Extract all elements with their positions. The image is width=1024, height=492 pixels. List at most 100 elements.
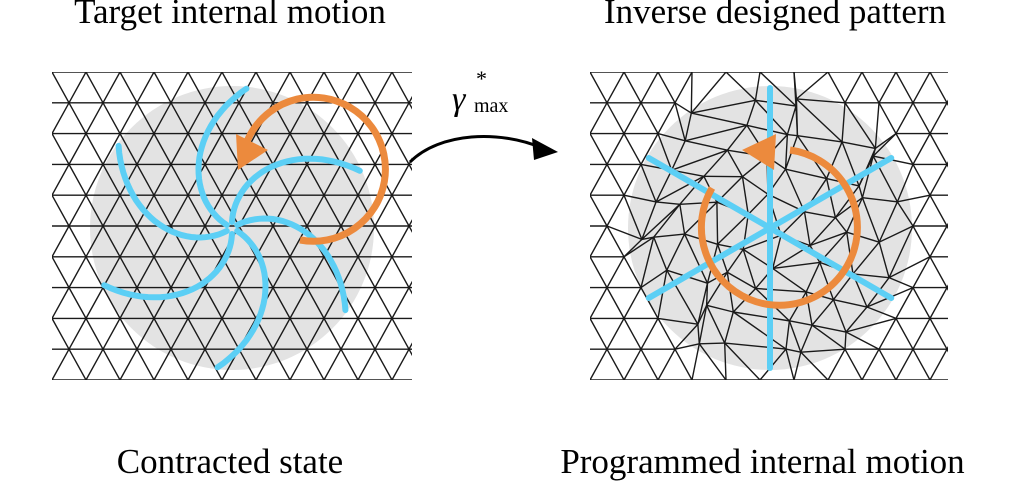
lattice-edge: [964, 164, 981, 195]
lattice-edge: [805, 261, 821, 293]
lattice-edge: [964, 257, 981, 288]
lattice-edge: [742, 234, 782, 251]
lattice-edge: [716, 213, 749, 246]
lattice-edge: [153, 256, 172, 289]
lattice-edge: [556, 164, 573, 195]
lattice-edge: [340, 348, 359, 380]
lattice-edge: [556, 226, 573, 257]
lattice-edge: [272, 286, 291, 320]
lattice-edge: [18, 72, 35, 103]
lattice-edge: [85, 194, 104, 227]
lattice-edge: [640, 236, 655, 289]
lattice-edge: [68, 225, 87, 258]
lattice-edge: [590, 132, 591, 135]
lattice-edge: [306, 317, 325, 350]
lattice-edge: [443, 288, 460, 319]
lattice-edge: [946, 345, 948, 350]
lattice-edge: [272, 256, 291, 289]
lattice-edge: [732, 311, 791, 322]
lattice-edge: [590, 102, 608, 135]
lattice-edge: [912, 286, 931, 320]
lattice-edge: [289, 163, 308, 196]
lattice-edge: [641, 203, 681, 241]
lattice-edge: [754, 99, 797, 107]
lattice-edge: [785, 348, 802, 353]
lattice-edge: [895, 317, 914, 350]
lattice-edge: [408, 163, 412, 172]
lattice-edge: [759, 72, 797, 107]
lattice-edge: [606, 256, 625, 289]
lattice-edge: [888, 225, 914, 279]
lattice-edge: [705, 304, 734, 313]
lattice-edge: [204, 225, 223, 258]
lattice-edge: [136, 286, 155, 320]
lattice-edge: [795, 98, 846, 104]
lattice-edge: [929, 194, 948, 227]
lattice-edge: [912, 194, 931, 227]
lattice-edge: [187, 72, 206, 104]
lattice-edge: [834, 216, 848, 233]
lattice-edge: [357, 225, 376, 258]
spiral-flow-line: [101, 231, 235, 301]
lattice-edge: [623, 194, 643, 241]
lattice-edge: [878, 102, 897, 135]
lattice-edge: [426, 164, 443, 195]
lattice-edge: [374, 72, 393, 104]
lattice-edge: [408, 102, 412, 110]
lattice-edge: [697, 282, 709, 325]
lattice-edge: [674, 323, 699, 350]
lattice-edge: [408, 348, 412, 357]
lattice-edge: [52, 317, 53, 320]
lattice-edge: [623, 286, 642, 320]
lattice-edge: [460, 195, 477, 226]
lattice-edge: [655, 169, 673, 203]
lattice-edge: [640, 348, 659, 380]
lattice-edge: [136, 102, 155, 135]
lattice-edge: [929, 102, 948, 135]
lattice-edge: [929, 286, 948, 320]
spiral-flow-line: [229, 155, 363, 225]
lattice-edge: [623, 317, 642, 350]
lattice-edge: [170, 256, 189, 289]
lattice-edge: [742, 248, 757, 290]
lattice-edge: [811, 298, 835, 326]
lattice-edge: [426, 349, 443, 380]
lattice-edge: [872, 132, 897, 157]
lattice-edge: [556, 72, 573, 103]
lattice-edge: [340, 72, 359, 104]
lattice-edge: [697, 323, 701, 345]
lattice-edge: [785, 320, 791, 350]
lattice-edge: [674, 348, 693, 380]
lattice-edge: [391, 286, 410, 320]
lattice-edge: [52, 194, 70, 227]
lattice-edge: [556, 134, 573, 165]
lattice-edge: [556, 288, 573, 319]
lattice-edge: [964, 349, 981, 380]
lattice-edge: [272, 225, 291, 258]
lattice-edge: [606, 225, 643, 241]
lattice-edge: [340, 132, 359, 166]
lattice-edge: [374, 225, 393, 258]
lattice-edge: [136, 348, 155, 380]
lattice-edge: [697, 304, 708, 325]
lattice-edge: [187, 194, 206, 227]
lattice-edge: [306, 256, 325, 289]
lattice-edge: [896, 201, 914, 227]
lattice-edge: [716, 201, 719, 246]
lattice-edge: [153, 132, 172, 166]
lattice-edge: [238, 163, 257, 196]
lattice-edge: [964, 134, 981, 165]
lattice-edge: [272, 348, 291, 380]
lattice-edge: [788, 320, 813, 326]
lattice-edge: [811, 324, 847, 333]
lattice-edge: [809, 231, 848, 247]
lattice-edge: [289, 256, 308, 289]
lattice-edge: [85, 225, 104, 258]
lattice-edge: [102, 225, 121, 258]
lattice-edge: [679, 201, 718, 206]
lattice-edge: [170, 132, 189, 166]
gamma-superscript: *: [476, 66, 487, 91]
lattice-edge: [606, 286, 625, 320]
lattice-edge: [832, 298, 847, 333]
lattice-edge: [981, 226, 998, 257]
